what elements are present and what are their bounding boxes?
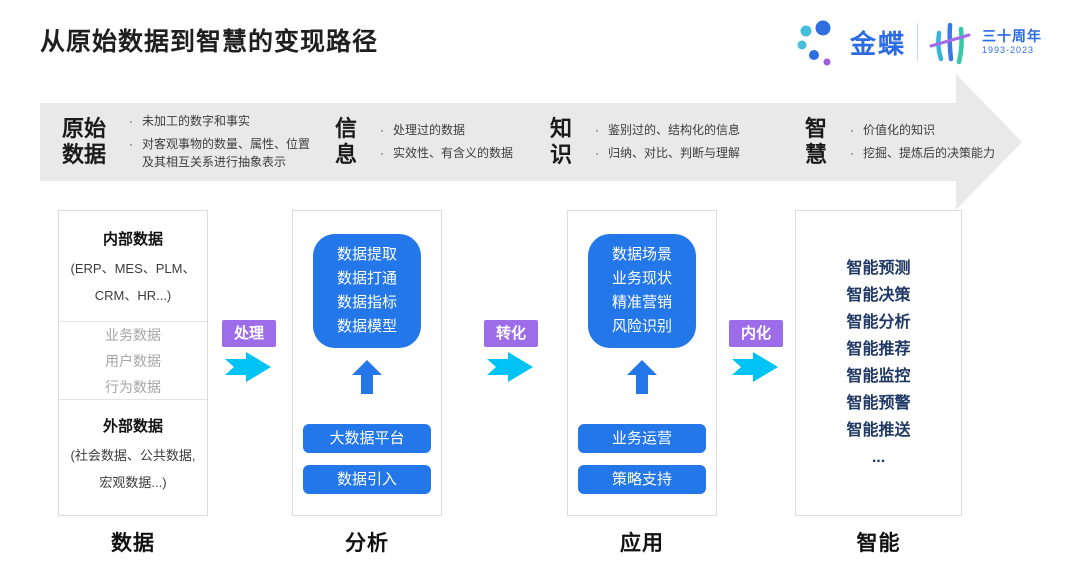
internalize-badge: 内化 [729, 320, 783, 347]
anniversary-text: 三十周年 1993-2023 [982, 28, 1042, 57]
anniversary-label: 三十周年 [982, 27, 1042, 44]
application-panel: 数据场景 业务现状 精准营销 风险识别 [588, 234, 696, 348]
external-data-systems: (社会数据、公共数据, 宏观数据...) [70, 448, 196, 490]
dikw-arrow-banner: 原始 数据 ·未加工的数字和事实 ·对客观事物的数量、属性、位置及其相互关系进行… [40, 74, 1022, 210]
business-operation-button[interactable]: 业务运营 [578, 424, 706, 453]
intelligence-item: 智能预测 [846, 259, 911, 277]
stage-label: 智 慧 [805, 116, 828, 167]
column-footer-intelligence: 智能 [856, 532, 901, 555]
transform-arrow-icon [487, 352, 533, 382]
bullet-dot-icon: · [380, 123, 385, 138]
stage-wisdom: 智 慧 ·价值化的知识 ·挖掘、提炼后的决策能力 [805, 103, 1020, 181]
internal-data-heading: 内部数据 [102, 231, 163, 248]
transform-badge: 转化 [484, 320, 538, 347]
data-type-item: 用户数据 [105, 352, 161, 369]
column-footer-data: 数据 [111, 532, 155, 555]
anniversary-mark-icon [929, 22, 971, 65]
bullet-dot-icon: · [595, 146, 600, 160]
strategy-support-button[interactable]: 策略支持 [578, 465, 706, 494]
bullet-dot-icon: · [850, 146, 855, 160]
bullet-dot-icon: · [380, 146, 385, 160]
anniversary-years: 1993-2023 [982, 45, 1035, 56]
intelligence-item: 智能推荐 [846, 340, 911, 358]
intelligence-item: 智能预警 [846, 394, 911, 412]
column-footer-application: 应用 [620, 532, 664, 555]
big-data-platform-button[interactable]: 大数据平台 [303, 424, 431, 453]
column-footer-analysis: 分析 [345, 532, 389, 555]
external-data-section: 外部数据 (社会数据、公共数据, 宏观数据...) [59, 400, 207, 496]
analysis-box: 数据提取 数据打通 数据指标 数据模型 大数据平台 数据引入 [292, 210, 442, 516]
bullet-dot-icon: · [595, 123, 600, 138]
stage-information: 信 息 ·处理过的数据 ·实效性、有含义的数据 [335, 103, 547, 181]
bullet-dot-icon: · [129, 114, 134, 129]
intelligence-item: 智能分析 [846, 313, 911, 331]
intelligence-item: 智能监控 [846, 367, 911, 385]
analysis-panel: 数据提取 数据打通 数据指标 数据模型 [313, 234, 421, 348]
logo-divider [917, 23, 918, 61]
stage-label: 知 识 [550, 116, 573, 167]
internal-data-section: 内部数据 (ERP、MES、PLM、CRM、HR...) [59, 211, 207, 322]
stage-bullets: ·处理过的数据 ·实效性、有含义的数据 [371, 121, 513, 162]
stage-knowledge: 知 识 ·鉴别过的、结构化的信息 ·归纳、对比、判断与理解 [550, 103, 798, 181]
stage-raw-data: 原始 数据 ·未加工的数字和事实 ·对客观事物的数量、属性、位置及其相互关系进行… [62, 103, 354, 181]
brand-logo: 金蝶 三十周年 1993-2023 [793, 18, 1042, 66]
stage-bullets: ·价值化的知识 ·挖掘、提炼后的决策能力 [841, 121, 995, 162]
stage-bullets: ·未加工的数字和事实 ·对客观事物的数量、属性、位置及其相互关系进行抽象表示 [120, 112, 330, 172]
intelligence-item: 智能决策 [846, 286, 911, 304]
middle-data-section: 业务数据 用户数据 行为数据 [59, 322, 207, 400]
intelligence-item: 智能推送 [846, 421, 911, 439]
data-sources-box: 内部数据 (ERP、MES、PLM、CRM、HR...) 业务数据 用户数据 行… [58, 210, 208, 516]
arrow-banner-head-icon [956, 74, 1022, 210]
data-import-button[interactable]: 数据引入 [303, 465, 431, 494]
process-arrow-icon [225, 352, 271, 382]
bullet-dot-icon: · [850, 123, 855, 138]
up-arrow-icon [627, 360, 657, 394]
kingdee-dots-icon [797, 20, 831, 66]
stage-bullets: ·鉴别过的、结构化的信息 ·归纳、对比、判断与理解 [586, 121, 740, 162]
data-type-item: 行为数据 [105, 378, 161, 395]
up-arrow-icon [352, 360, 382, 394]
data-type-item: 业务数据 [105, 326, 161, 343]
page-title: 从原始数据到智慧的变现路径 [40, 28, 379, 56]
internal-data-systems: (ERP、MES、PLM、CRM、HR...) [70, 261, 196, 303]
brand-name: 金蝶 [849, 28, 906, 59]
application-box: 数据场景 业务现状 精准营销 风险识别 业务运营 策略支持 [567, 210, 717, 516]
intelligence-ellipsis: ... [871, 448, 886, 466]
arrow-banner-body [40, 103, 956, 181]
stage-label: 原始 数据 [62, 116, 107, 167]
stage-label: 信 息 [335, 116, 358, 167]
external-data-heading: 外部数据 [102, 418, 163, 435]
process-badge: 处理 [222, 320, 276, 347]
internalize-arrow-icon [732, 352, 778, 382]
bullet-dot-icon: · [129, 136, 134, 151]
intelligence-box: 智能预测 智能决策 智能分析 智能推荐 智能监控 智能预警 智能推送 ... [795, 210, 962, 516]
